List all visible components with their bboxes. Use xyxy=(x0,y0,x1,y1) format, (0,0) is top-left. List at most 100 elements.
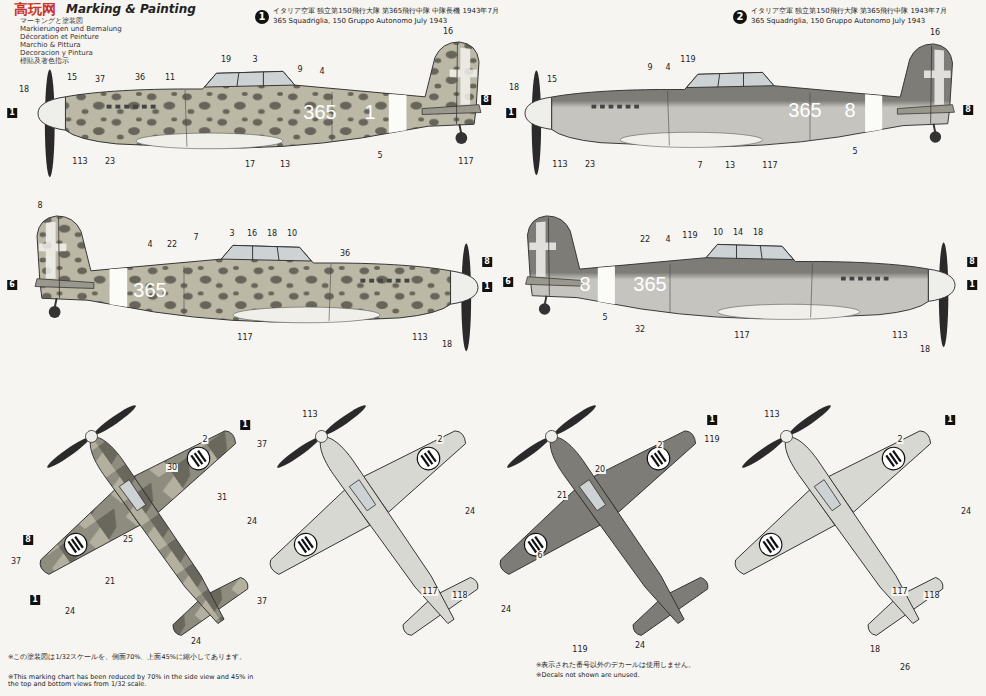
callout-number: 117 xyxy=(891,588,908,596)
callout-number: 117 xyxy=(236,334,253,342)
callout-number: 22 xyxy=(166,241,178,249)
callout-number: 113 xyxy=(411,334,428,342)
callout-number: 2 xyxy=(201,436,208,444)
callout-number: 24 xyxy=(464,508,476,516)
callout-number: 36 xyxy=(339,250,351,258)
callout-number: 16 xyxy=(929,29,941,37)
fuselage-code: 365 xyxy=(303,102,336,122)
footnote: ※表示された番号以外のデカールは使用しません。 xyxy=(536,662,726,669)
callout-number: 24 xyxy=(64,608,76,616)
side-profile xyxy=(35,216,478,351)
callout-number: 13 xyxy=(724,162,736,170)
scheme-title: イタリア空軍 独立第150飛行大隊 第365飛行中隊 1943年7月 xyxy=(751,8,947,16)
boxed-callout: 1 xyxy=(240,420,250,430)
scheme-title: イタリア空軍 独立第150飛行大隊 第365飛行中隊 中隊長機 1943年7月 xyxy=(273,8,499,16)
side-profile xyxy=(38,42,481,177)
boxed-callout: 8 xyxy=(23,535,33,545)
callout-number: 2 xyxy=(656,442,663,450)
fuselage-code: 1 xyxy=(364,102,375,122)
callout-number: 117 xyxy=(421,588,438,596)
callout-number: 20 xyxy=(594,466,606,474)
boxed-callout: 6 xyxy=(7,280,17,290)
bottom-view xyxy=(687,365,986,689)
callout-number: 15 xyxy=(546,76,558,84)
callout-number: 6 xyxy=(536,552,543,560)
header-text: Markierungen und Bemalung xyxy=(20,26,122,33)
callout-number: 119 xyxy=(703,436,720,444)
callout-number: 119 xyxy=(571,646,588,654)
callout-number: 30 xyxy=(166,464,178,472)
fuselage-code: 365 xyxy=(633,274,666,294)
callout-number: 118 xyxy=(451,592,468,600)
boxed-callout: 1 xyxy=(7,108,17,118)
boxed-callout: 8 xyxy=(482,257,492,267)
callout-number: 4 xyxy=(664,64,671,72)
callout-number: 18 xyxy=(752,229,764,237)
scheme-number: 2 xyxy=(733,10,747,24)
callout-number: 22 xyxy=(639,236,651,244)
callout-number: 25 xyxy=(122,536,134,544)
callout-number: 24 xyxy=(960,508,972,516)
header-text: Marchio & Pittura xyxy=(20,42,81,49)
callout-number: 18 xyxy=(441,341,453,349)
header-text: Marking & Painting xyxy=(66,3,196,15)
top-view xyxy=(452,365,776,689)
callout-number: 18 xyxy=(869,646,881,654)
callout-number: 21 xyxy=(104,578,116,586)
callout-number: 14 xyxy=(732,229,744,237)
heading-text-group: イタリア空軍 独立第150飛行大隊 第365飛行中隊 中隊長機 1943年7月3… xyxy=(273,8,499,25)
boxed-callout: 8 xyxy=(967,257,977,267)
callout-number: 7 xyxy=(696,162,703,170)
callout-number: 37 xyxy=(256,598,268,606)
callout-number: 11 xyxy=(164,74,176,82)
callout-number: 118 xyxy=(923,592,940,600)
callout-number: 7 xyxy=(192,234,199,242)
watermark: 高玩网 xyxy=(14,2,56,16)
callout-number: 26 xyxy=(899,664,911,672)
boxed-callout: 1 xyxy=(30,595,40,605)
callout-number: 23 xyxy=(584,161,596,169)
callout-number: 5 xyxy=(851,148,858,156)
callout-number: 3 xyxy=(251,56,258,64)
callout-number: 4 xyxy=(664,236,671,244)
profile-heading: 2 イタリア空軍 独立第150飛行大隊 第365飛行中隊 1943年7月 365 S… xyxy=(733,8,947,25)
callout-number: 4 xyxy=(318,68,325,76)
callout-number: 16 xyxy=(442,28,454,36)
header-text: Décoration et Peinture xyxy=(20,34,99,41)
footnote: ※この塗装図は1/32スケールを、側面70%、上面45%に縮小してあります。 xyxy=(8,654,258,661)
fuselage-code: 365 xyxy=(133,280,166,300)
side-profile xyxy=(526,216,955,347)
callout-number: 10 xyxy=(712,229,724,237)
callout-number: 3 xyxy=(228,230,235,238)
callout-number: 119 xyxy=(679,56,696,64)
callout-number: 113 xyxy=(891,332,908,340)
callout-number: 117 xyxy=(761,162,778,170)
callout-number: 8 xyxy=(36,202,43,210)
boxed-callout: 6 xyxy=(503,277,513,287)
boxed-callout: 1 xyxy=(482,282,492,292)
callout-number: 2 xyxy=(436,436,443,444)
scheme-number: 1 xyxy=(255,10,269,24)
header-text: 標貼及著色指示 xyxy=(20,58,69,65)
callout-number: 18 xyxy=(919,346,931,354)
callout-number: 9 xyxy=(646,64,653,72)
callout-number: 18 xyxy=(266,230,278,238)
boxed-callout: 1 xyxy=(967,280,977,290)
boxed-callout: 8 xyxy=(481,95,491,105)
callout-number: 117 xyxy=(457,158,474,166)
callout-number: 37 xyxy=(94,76,106,84)
callout-number: 4 xyxy=(146,241,153,249)
fuselage-code: 8 xyxy=(844,100,855,120)
callout-number: 113 xyxy=(71,158,88,166)
boxed-callout: 8 xyxy=(963,105,973,115)
callout-number: 21 xyxy=(556,492,568,500)
callout-number: 32 xyxy=(634,326,646,334)
callout-number: 36 xyxy=(134,74,146,82)
callout-number: 15 xyxy=(66,74,78,82)
callout-number: 119 xyxy=(681,232,698,240)
callout-number: 23 xyxy=(104,158,116,166)
scheme-title: 365 Squadriglia, 150 Gruppo Autonomo Jul… xyxy=(751,18,947,26)
callout-number: 18 xyxy=(508,84,520,92)
callout-number: 19 xyxy=(220,56,232,64)
callout-number: 113 xyxy=(551,161,568,169)
